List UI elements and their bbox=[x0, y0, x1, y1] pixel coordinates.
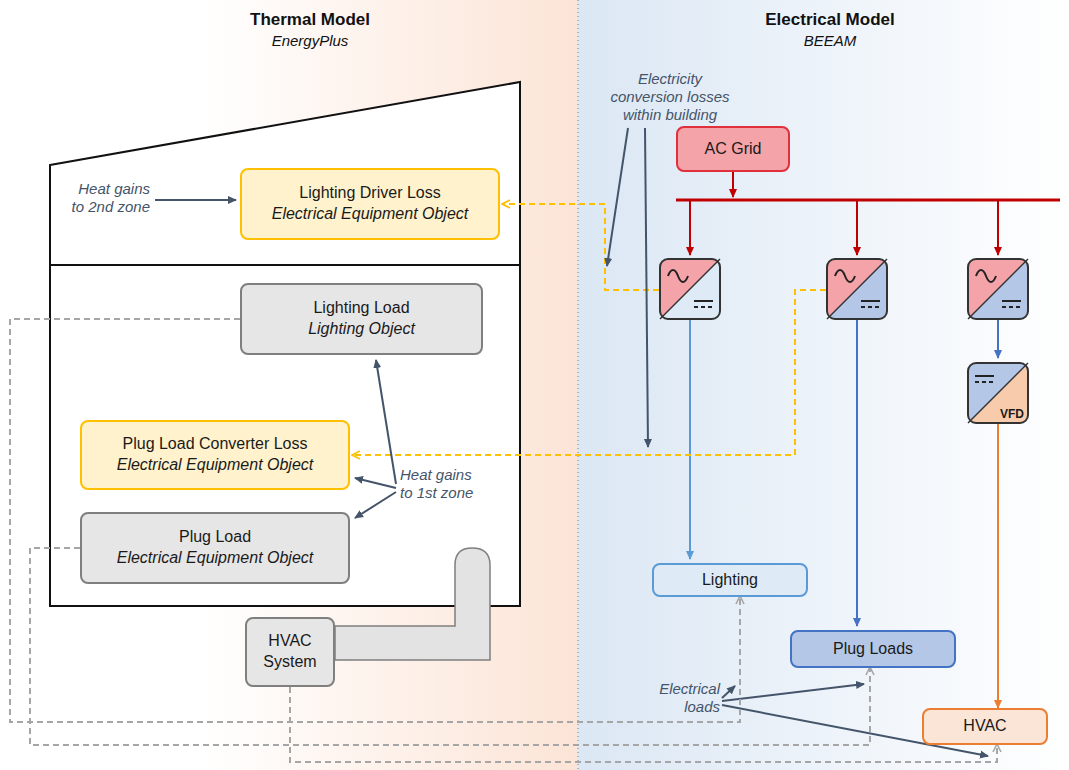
loss-link bbox=[503, 204, 659, 290]
panel-subtitle: EnergyPlus bbox=[210, 32, 410, 50]
leader-line bbox=[722, 686, 735, 698]
loss-box: Plug Load Converter LossElectrical Equip… bbox=[80, 420, 350, 490]
box-title: HVAC System bbox=[255, 631, 325, 673]
bus-tap bbox=[856, 201, 858, 255]
ac-dc-converter bbox=[826, 258, 888, 320]
box-title: Lighting bbox=[702, 570, 758, 591]
box-title: Plug Load Converter Loss bbox=[123, 434, 308, 455]
grid-box: AC Grid bbox=[676, 126, 790, 172]
electrical-load-box: Lighting bbox=[652, 563, 808, 597]
load-box: Plug LoadElectrical Equipment Object bbox=[80, 512, 350, 584]
grid-feed bbox=[732, 172, 734, 197]
panel-title: Thermal Model bbox=[210, 10, 410, 30]
leader-line bbox=[645, 128, 648, 447]
box-title: Plug Load bbox=[179, 527, 251, 548]
bus-tap bbox=[997, 201, 999, 255]
panel-title: Electrical Model bbox=[730, 10, 930, 30]
converter-label: VFD bbox=[1000, 408, 1024, 420]
leader-line bbox=[376, 360, 396, 484]
leader-line bbox=[355, 478, 396, 488]
electrical-load-box: Plug Loads bbox=[790, 630, 956, 668]
hvac-duct bbox=[335, 548, 490, 660]
box-title: Lighting Driver Loss bbox=[299, 183, 440, 204]
connector bbox=[997, 424, 999, 708]
divider-line bbox=[578, 0, 579, 770]
vfd-converter: VFD bbox=[967, 362, 1029, 424]
ac-dc-converter bbox=[967, 258, 1029, 320]
ac-bus bbox=[676, 199, 1060, 202]
dc-feed bbox=[689, 320, 691, 559]
box-title: HVAC bbox=[963, 716, 1006, 737]
box-title: Plug Loads bbox=[833, 639, 913, 660]
dc-feed bbox=[856, 320, 858, 626]
callout-note: Electrical loads bbox=[630, 680, 720, 716]
leader-line bbox=[722, 684, 864, 701]
electrical-load-box: HVAC bbox=[922, 708, 1048, 745]
leader-line bbox=[607, 128, 628, 266]
leader-line bbox=[355, 492, 396, 518]
loss-box: Lighting Driver LossElectrical Equipment… bbox=[240, 168, 500, 240]
building-outline bbox=[50, 82, 520, 606]
hvac-system-box: HVAC System bbox=[245, 617, 335, 687]
bus-tap bbox=[689, 201, 691, 255]
zone-divider bbox=[50, 264, 520, 266]
leader-line bbox=[155, 199, 236, 201]
connector bbox=[290, 687, 997, 762]
callout-note: Heat gains to 1st zone bbox=[400, 466, 488, 502]
box-title: AC Grid bbox=[705, 139, 762, 160]
box-subtitle: Electrical Equipment Object bbox=[117, 548, 314, 569]
connector bbox=[10, 319, 740, 722]
box-subtitle: Electrical Equipment Object bbox=[117, 455, 314, 476]
box-subtitle: Lighting Object bbox=[308, 319, 415, 340]
box-subtitle: Electrical Equipment Object bbox=[272, 204, 469, 225]
ac-dc-converter bbox=[659, 258, 721, 320]
load-box: Lighting LoadLighting Object bbox=[240, 283, 483, 355]
panel-subtitle: BEEAM bbox=[730, 32, 930, 50]
callout-note: Heat gains to 2nd zone bbox=[62, 180, 150, 216]
callout-note: Electricity conversion losses within bui… bbox=[600, 70, 740, 124]
dc-feed bbox=[997, 320, 999, 358]
box-title: Lighting Load bbox=[313, 298, 409, 319]
